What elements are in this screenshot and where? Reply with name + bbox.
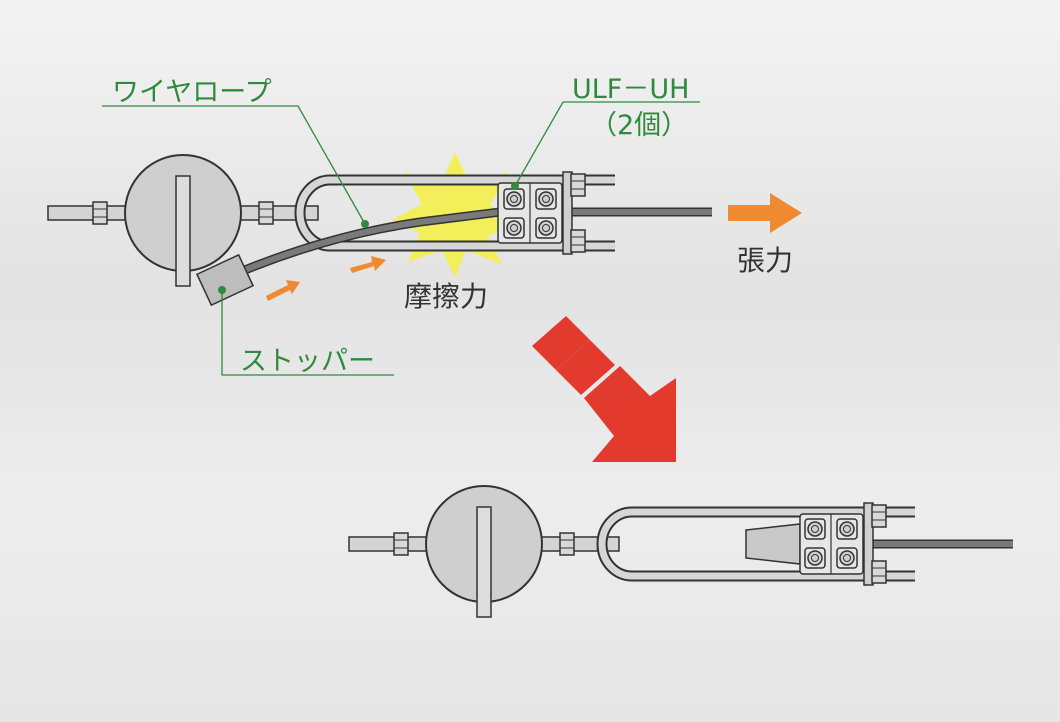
clamp-bolt-icon <box>535 188 557 210</box>
clamp-bolt-icon <box>535 217 557 239</box>
top-assembly: ワイヤロープ ULF－UH （2個） ストッパー 摩擦力 張力 <box>47 74 802 377</box>
arrow-stripe-icon <box>532 316 590 370</box>
tension-label: 張力 <box>737 244 793 277</box>
friction-label: 摩擦力 <box>404 280 488 313</box>
bottom-stopper-wedge <box>745 523 801 565</box>
clamp-bolt-icon <box>836 518 858 540</box>
bottom-plate-nut <box>871 504 887 528</box>
clamp-bolt-icon <box>503 217 525 239</box>
top-nut-right <box>258 201 274 225</box>
top-end-plate <box>562 171 573 255</box>
bottom-nut-right <box>559 532 575 556</box>
ulf-uh-count-label: （2個） <box>590 110 688 141</box>
stopper-block <box>195 253 255 307</box>
top-plate-nut <box>570 173 586 197</box>
top-disk-plate <box>175 175 191 287</box>
callout-dot <box>361 220 369 228</box>
big-arrow-icon <box>584 366 676 462</box>
arrow-stripe-icon <box>556 340 615 395</box>
transition-arrow <box>532 316 676 462</box>
clamp-bolt-icon <box>503 188 525 210</box>
clamp-bolt-icon <box>804 547 826 569</box>
bottom-assembly <box>348 485 1013 618</box>
callout-dot <box>511 182 519 190</box>
ulf-uh-label: ULF－UH <box>572 74 689 105</box>
clamp-bolt-icon <box>804 518 826 540</box>
stopper-label: ストッパー <box>240 346 375 377</box>
bottom-nut-left <box>393 532 409 556</box>
tension-arrow-icon <box>728 193 802 233</box>
friction-arrow-icon <box>350 256 386 273</box>
top-nut-left <box>92 201 108 225</box>
callout-lines <box>102 101 700 376</box>
friction-arrow-icon <box>266 280 300 301</box>
top-plate-nut <box>570 229 586 253</box>
wire-rope-label: ワイヤロープ <box>112 77 272 108</box>
bottom-plate-nut <box>871 560 887 584</box>
callout-dot <box>218 286 226 294</box>
bottom-end-plate <box>863 502 874 586</box>
bottom-disk-plate <box>476 506 492 618</box>
clamp-bolt-icon <box>836 547 858 569</box>
